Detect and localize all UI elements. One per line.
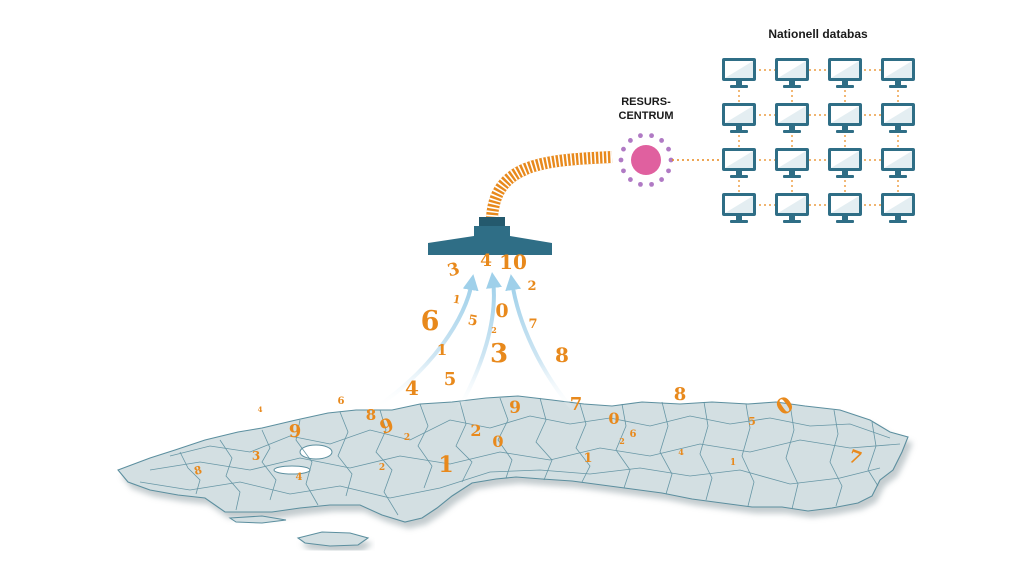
monitor-icon [828,193,862,223]
resource-center-label-line2: CENTRUM [619,110,674,122]
data-digit: 1 [452,292,462,306]
monitor-icon [722,103,756,133]
resource-dot [628,138,633,143]
data-digit: 5 [444,369,457,390]
database-title: Nationell databas [768,27,868,41]
monitor-icon [775,193,809,223]
monitor-icon [722,193,756,223]
data-digit: 5 [467,312,479,329]
resource-dot [621,168,626,174]
data-digit: 6 [338,396,345,407]
map-lake-vanern [299,444,333,460]
data-digit: 6 [630,429,637,440]
funnel-icon [428,217,552,255]
resource-dot [618,157,624,163]
resource-dot [628,177,633,182]
map-island-oland [228,515,287,524]
resource-dot [638,133,643,139]
resource-dot [649,181,654,187]
resource-dot [659,177,664,182]
monitor-icon [881,58,915,88]
monitor-icon [775,148,809,178]
sweden-map-icon [117,395,909,547]
data-digit: 4 [296,472,303,483]
data-digit: 4 [480,251,492,271]
data-digit: 0 [492,432,503,451]
monitor-icon [828,103,862,133]
data-digit: 9 [289,421,302,442]
monitor-icon [881,148,915,178]
data-digit: 1 [583,451,592,466]
map-municipal-borders [139,397,901,516]
data-digit: 8 [674,384,687,405]
data-digit: 3 [252,449,260,463]
data-digit: 9 [509,398,521,418]
monitor-icon [722,58,756,88]
resource-dot [666,146,671,152]
data-digit: 2 [527,279,536,294]
resource-dot [668,157,674,163]
data-digit: 4 [258,405,263,414]
arrow-left [373,274,479,410]
data-digit: 4 [405,376,419,400]
cable-icon [486,151,613,219]
data-digit: 2 [619,436,625,446]
data-digit: 7 [528,317,537,332]
monitor-icon [775,58,809,88]
data-digit: 8 [366,406,376,424]
resource-center: RESURS- CENTRUM [619,96,674,187]
resource-center-icon [618,133,674,187]
data-digit: 6 [421,306,440,337]
arrow-right [505,274,577,414]
data-digit: 8 [555,343,569,367]
map-mainland [117,395,909,523]
data-digit: 1 [438,452,453,478]
arrow-middle [456,272,502,412]
data-digit: 10 [499,250,527,274]
data-digit: 5 [748,415,756,428]
data-digit: 7 [570,394,583,415]
map-lake-vattern [273,465,311,475]
resource-dot [666,168,671,174]
data-digit: 8 [193,463,204,478]
data-digit: 3 [490,339,508,369]
data-digit: 2 [379,463,385,473]
monitor-icon [828,148,862,178]
data-digit: 2 [470,421,481,440]
resource-dot [638,181,643,187]
monitor-grid [722,58,915,223]
monitor-icon [881,193,915,223]
resource-center-core [631,145,661,175]
resource-dot [621,146,626,152]
map-island-gotland [296,531,370,547]
data-digit: 3 [445,259,462,281]
data-digit: 0 [495,300,508,322]
data-digit: 1 [437,341,447,359]
monitor-icon [722,148,756,178]
monitor-icon [881,103,915,133]
data-digit: 1 [730,458,736,468]
data-digit: 4 [678,447,684,457]
data-digit: 2 [491,325,497,335]
upload-arrows [373,272,577,414]
resource-dot [659,138,664,143]
monitor-icon [775,103,809,133]
monitor-icon [828,58,862,88]
data-digit: 2 [404,433,410,443]
resource-center-label-line1: RESURS- [621,96,671,108]
data-digit: 0 [608,409,619,428]
resource-dot [649,133,654,139]
